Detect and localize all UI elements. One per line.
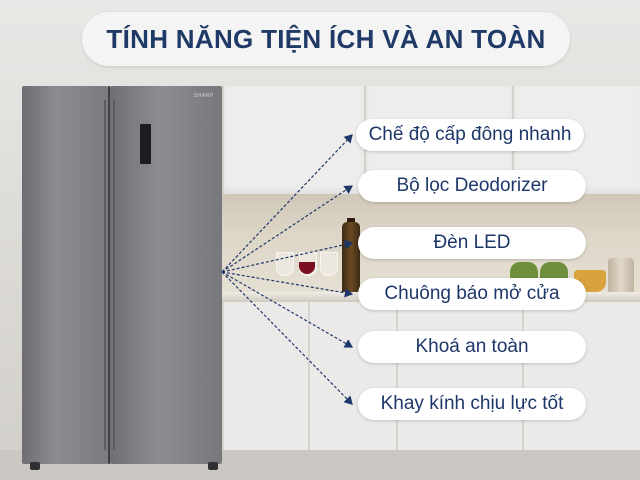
feature-label: Đèn LED	[433, 232, 511, 253]
red-wine	[299, 262, 315, 274]
lower-cabinet	[308, 302, 396, 452]
connector-line	[221, 271, 353, 405]
fridge-foot	[208, 462, 218, 470]
lower-cabinet	[222, 302, 308, 452]
page-title: TÍNH NĂNG TIỆN ÍCH VÀ AN TOÀN	[106, 23, 546, 54]
wine-glass	[320, 252, 338, 276]
plant-pot	[510, 262, 538, 280]
feature-label: Chuông báo mở cửa	[384, 283, 560, 304]
connector-line	[221, 239, 354, 273]
feature-led-light: Đèn LED	[358, 227, 586, 259]
upper-cabinet	[222, 86, 364, 194]
connector-line	[221, 185, 354, 273]
connector-line	[221, 134, 353, 273]
fridge-control-display	[140, 124, 151, 164]
feature-deodorizer-filter: Bộ lọc Deodorizer	[358, 170, 586, 202]
title-banner: TÍNH NĂNG TIỆN ÍCH VÀ AN TOÀN	[82, 12, 570, 66]
feature-label: Chế độ cấp đông nhanh	[368, 124, 572, 145]
brand-logo: SHARP	[194, 93, 214, 99]
wine-glass	[276, 252, 294, 276]
fridge-left-door	[22, 86, 108, 464]
feature-safety-lock: Khoá an toàn	[358, 331, 586, 363]
lower-cabinet	[522, 302, 640, 452]
feature-label: Khoá an toàn	[415, 336, 529, 357]
feature-glass-shelf: Khay kính chịu lực tốt	[358, 388, 586, 420]
fridge-right-door	[110, 86, 222, 464]
fridge-door-gap	[108, 86, 110, 464]
connector-line	[221, 271, 354, 298]
connector-line	[221, 271, 354, 348]
fridge-handle	[113, 100, 115, 450]
feature-label: Khay kính chịu lực tốt	[380, 393, 564, 414]
lower-cabinet	[396, 302, 522, 452]
feature-door-alarm: Chuông báo mở cửa	[358, 278, 586, 310]
glass-jar	[608, 258, 634, 296]
feature-fast-freeze: Chế độ cấp đông nhanh	[356, 119, 584, 151]
fridge-foot	[30, 462, 40, 470]
feature-label: Bộ lọc Deodorizer	[396, 175, 548, 196]
plant-pot	[540, 262, 568, 280]
fridge-handle	[104, 100, 106, 450]
